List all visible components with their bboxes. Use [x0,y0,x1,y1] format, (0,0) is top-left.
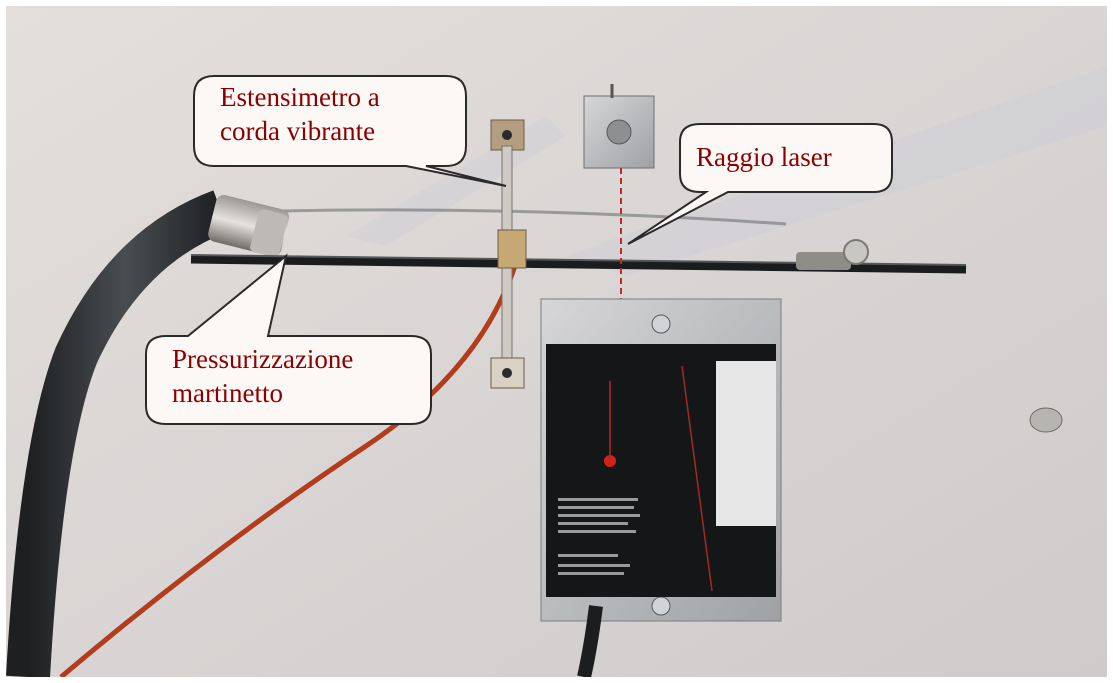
callout-strain-gauge [193,75,507,187]
callout-laser-text: Raggio laser [696,140,832,174]
callout-laser-label: Raggio laser [696,142,832,172]
red-cable [59,255,521,677]
strain-gauge [490,119,527,389]
callout-strain-gauge-line1: Estensimetro a [220,82,380,112]
callout-strain-gauge-text: Estensimetro a corda vibrante [220,80,380,148]
photo-scene [6,6,1107,677]
callout-pressurization-line1: Pressurizzazione [172,344,354,374]
photo: Estensimetro a corda vibrante Raggio las… [6,6,1107,677]
hydraulic-hose [6,190,230,677]
callout-laser [627,123,893,245]
laser-emitter [583,84,655,169]
laser-target [540,298,782,677]
callout-pressurization-line2: martinetto [172,378,283,408]
callout-pressurization-text: Pressurizzazione martinetto [172,342,353,410]
hose-fitting [208,194,290,258]
callout-strain-gauge-line2: corda vibrante [220,116,376,146]
callout-pressurization [145,253,432,425]
bolt [796,239,869,270]
